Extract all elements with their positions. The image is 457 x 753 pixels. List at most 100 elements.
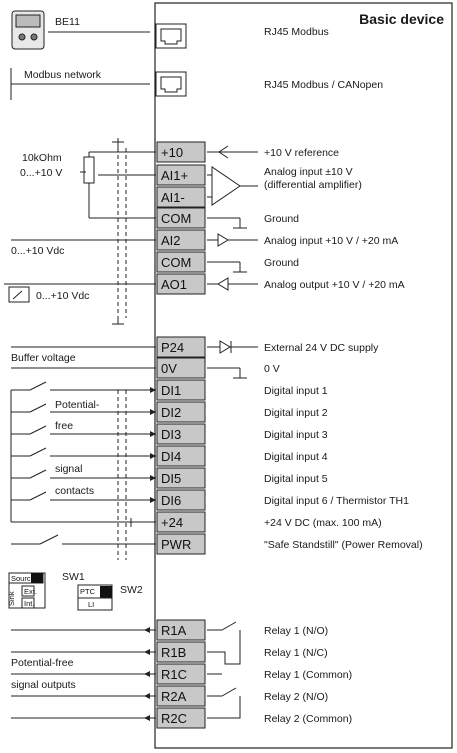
terminal-label: COM <box>161 255 191 270</box>
terminal-description: Relay 1 (Common) <box>264 669 352 681</box>
terminal-di6 <box>156 489 206 511</box>
panel-title: Basic device <box>359 11 444 27</box>
terminal-description: 0 V <box>264 363 280 375</box>
terminal-label: +10 <box>161 145 183 160</box>
terminal-di3 <box>156 423 206 445</box>
terminal-description: Digital input 2 <box>264 407 328 419</box>
terminal-label: PWR <box>161 537 191 552</box>
terminal-label: DI3 <box>161 427 181 442</box>
terminal-description: Digital input 6 / Thermistor TH1 <box>264 495 409 507</box>
buffer-voltage-label: Buffer voltage <box>11 352 76 364</box>
terminal-description: Ground <box>264 257 299 269</box>
sw1-source-label: Source <box>11 574 35 583</box>
rj45-canopen-label: RJ45 Modbus / CANopen <box>264 79 383 91</box>
ao1-meter-label: 0...+10 Vdc <box>36 290 89 302</box>
relay1-contact-icon <box>207 621 241 675</box>
terminal-r2a <box>156 685 206 707</box>
analog-output-arrow-icon <box>207 277 258 291</box>
terminal-p24 <box>156 336 206 358</box>
sw1-ext-label: Ext. <box>24 587 37 596</box>
terminal-pwr <box>156 533 206 555</box>
terminal-label: DI4 <box>161 449 181 464</box>
analog-input-arrow-icon <box>207 233 258 247</box>
be11-label: BE11 <box>55 16 80 28</box>
terminal-ai2 <box>156 229 206 251</box>
terminal-label: DI5 <box>161 471 181 486</box>
terminal-label: P24 <box>161 340 184 355</box>
terminal-label: COM <box>161 211 191 226</box>
terminal-description: "Safe Standstill" (Power Removal) <box>264 539 423 551</box>
terminal-description: Digital input 5 <box>264 473 328 485</box>
terminal-label: AI2 <box>161 233 181 248</box>
terminal-com <box>156 251 206 273</box>
terminal-description: Relay 2 (Common) <box>264 713 352 725</box>
sw1-sink-label: Sink <box>7 591 16 606</box>
ground-symbol <box>207 217 247 229</box>
sw1-int-label: Int. <box>24 599 34 608</box>
terminal-description: Analog input ±10 V <box>264 166 353 178</box>
p24-diode-icon <box>207 340 258 354</box>
sw2-label: SW2 <box>120 584 143 596</box>
modbus-network-label: Modbus network <box>24 69 102 81</box>
terminal-24 <box>156 511 206 533</box>
terminal-description: Relay 1 (N/O) <box>264 625 328 637</box>
digital-input-contacts <box>11 381 156 503</box>
signal-label: signal <box>55 463 82 475</box>
terminal-description: Digital input 4 <box>264 451 328 463</box>
relay-potential-free-label: Potential-free <box>11 657 74 669</box>
sw1-switch[interactable] <box>8 572 46 609</box>
sw1-label: SW1 <box>62 571 85 583</box>
rj45-modbus-port <box>155 23 187 49</box>
terminal-label: 0V <box>161 361 177 376</box>
differential-amplifier-icon <box>207 166 258 206</box>
sw2-li-label: LI <box>88 600 94 609</box>
terminal-label: AI1- <box>161 190 185 205</box>
terminal-label: R2A <box>161 689 187 704</box>
terminal-description: Analog input +10 V / +20 mA <box>264 235 398 247</box>
terminal-ao1 <box>156 273 206 295</box>
ground-symbol-2 <box>207 261 247 273</box>
terminal-0v <box>156 357 206 379</box>
terminal-r1a <box>156 619 206 641</box>
terminal-label: +24 <box>161 515 183 530</box>
terminal-description: Digital input 1 <box>264 385 328 397</box>
terminal-label: R1A <box>161 623 187 638</box>
terminal-com <box>156 207 206 229</box>
zero-volt-ground-symbol <box>207 367 247 379</box>
potential-free-label: Potential- <box>55 399 100 411</box>
terminal-description: Digital input 3 <box>264 429 328 441</box>
terminal-label: R2C <box>161 711 187 726</box>
be11-module-icon <box>11 10 45 50</box>
relay2-contact-icon <box>207 687 241 719</box>
terminal-label: AI1+ <box>161 168 188 183</box>
terminal-di1 <box>156 379 206 401</box>
terminal-label: R1B <box>161 645 186 660</box>
terminal-ai1 <box>156 164 206 186</box>
relay-signal-outputs-label: signal outputs <box>11 679 76 691</box>
terminal-di2 <box>156 401 206 423</box>
free-label: free <box>55 420 73 432</box>
terminal-description: Ground <box>264 213 299 225</box>
terminal-label: DI1 <box>161 383 181 398</box>
terminal-r2c <box>156 707 206 729</box>
sw2-switch[interactable] <box>77 584 113 611</box>
rj45-modbus-label: RJ45 Modbus <box>264 26 329 38</box>
reference-arrow-icon <box>207 145 258 159</box>
relay-lines <box>11 627 156 721</box>
potentiometer-symbol <box>80 152 95 218</box>
terminal-r1b <box>156 641 206 663</box>
pot-resistance-label: 10kOhm <box>22 152 62 164</box>
terminal-description: Relay 2 (N/O) <box>264 691 328 703</box>
terminal-di4 <box>156 445 206 467</box>
terminal-description-2: (differential amplifier) <box>264 179 362 191</box>
pot-range-label: 0...+10 V <box>20 167 62 179</box>
ai2-source-label: 0...+10 Vdc <box>11 245 64 257</box>
terminal-r1c <box>156 663 206 685</box>
terminal-description: +10 V reference <box>264 147 339 159</box>
terminal-label: R1C <box>161 667 187 682</box>
terminal-description: Relay 1 (N/C) <box>264 647 328 659</box>
terminal-label: DI2 <box>161 405 181 420</box>
terminal-label: AO1 <box>161 277 187 292</box>
terminal-description: Analog output +10 V / +20 mA <box>264 279 405 291</box>
rj45-canopen-port <box>155 71 187 97</box>
